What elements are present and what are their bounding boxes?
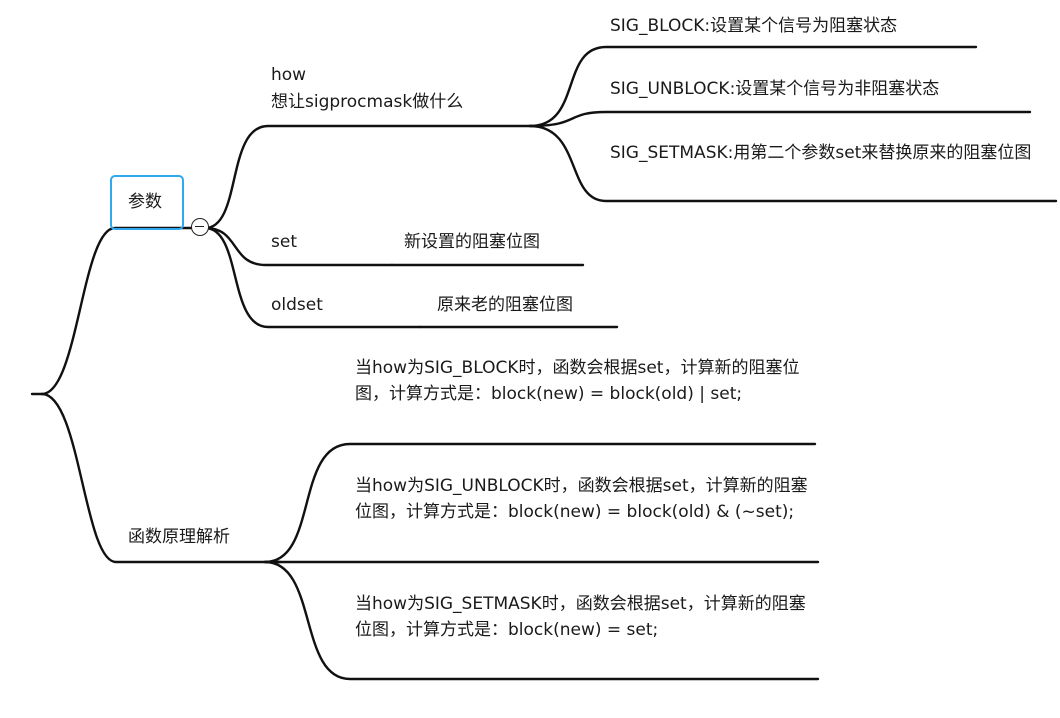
oldset-node-name[interactable]: oldset: [271, 295, 323, 315]
edge-root-params: [40, 226, 200, 396]
edge-params-oldset: [203, 226, 422, 329]
edge-params-set: [203, 226, 394, 267]
edge-how-block: [528, 45, 978, 128]
selected-node-outline[interactable]: [110, 175, 184, 230]
principle-item-unblock[interactable]: 当how为SIG_UNBLOCK时，函数会根据set，计算新的阻塞位图，计算方式…: [355, 476, 808, 522]
collapse-icon[interactable]: [191, 218, 209, 236]
sig-unblock-node[interactable]: SIG_UNBLOCK:设置某个信号为非阻塞状态: [610, 79, 940, 99]
how-node-name[interactable]: how: [271, 65, 307, 85]
edge-params-how: [203, 124, 532, 230]
edge-how-setmask: [528, 124, 1058, 203]
edge-root-principle: [40, 392, 282, 564]
params-node-label[interactable]: 参数: [128, 192, 162, 212]
set-node-name[interactable]: set: [271, 232, 297, 252]
edge-how-unblock: [528, 110, 1032, 128]
set-node-desc[interactable]: 新设置的阻塞位图: [404, 232, 540, 252]
edge-principle-item1: [263, 442, 817, 564]
sig-block-node[interactable]: SIG_BLOCK:设置某个信号为阻塞状态: [610, 16, 898, 36]
principle-node-label[interactable]: 函数原理解析: [128, 527, 230, 547]
oldset-node-desc[interactable]: 原来老的阻塞位图: [437, 295, 573, 315]
how-node-desc[interactable]: 想让sigprocmask做什么: [271, 92, 464, 112]
principle-item-block[interactable]: 当how为SIG_BLOCK时，函数会根据set，计算新的阻塞位图，计算方式是：…: [355, 358, 800, 404]
principle-item-setmask[interactable]: 当how为SIG_SETMASK时，函数会根据set，计算新的阻塞位图，计算方式…: [355, 594, 806, 640]
sig-setmask-node[interactable]: SIG_SETMASK:用第二个参数set来替换原来的阻塞位图: [610, 143, 1032, 163]
edge-principle-item3: [263, 560, 820, 681]
